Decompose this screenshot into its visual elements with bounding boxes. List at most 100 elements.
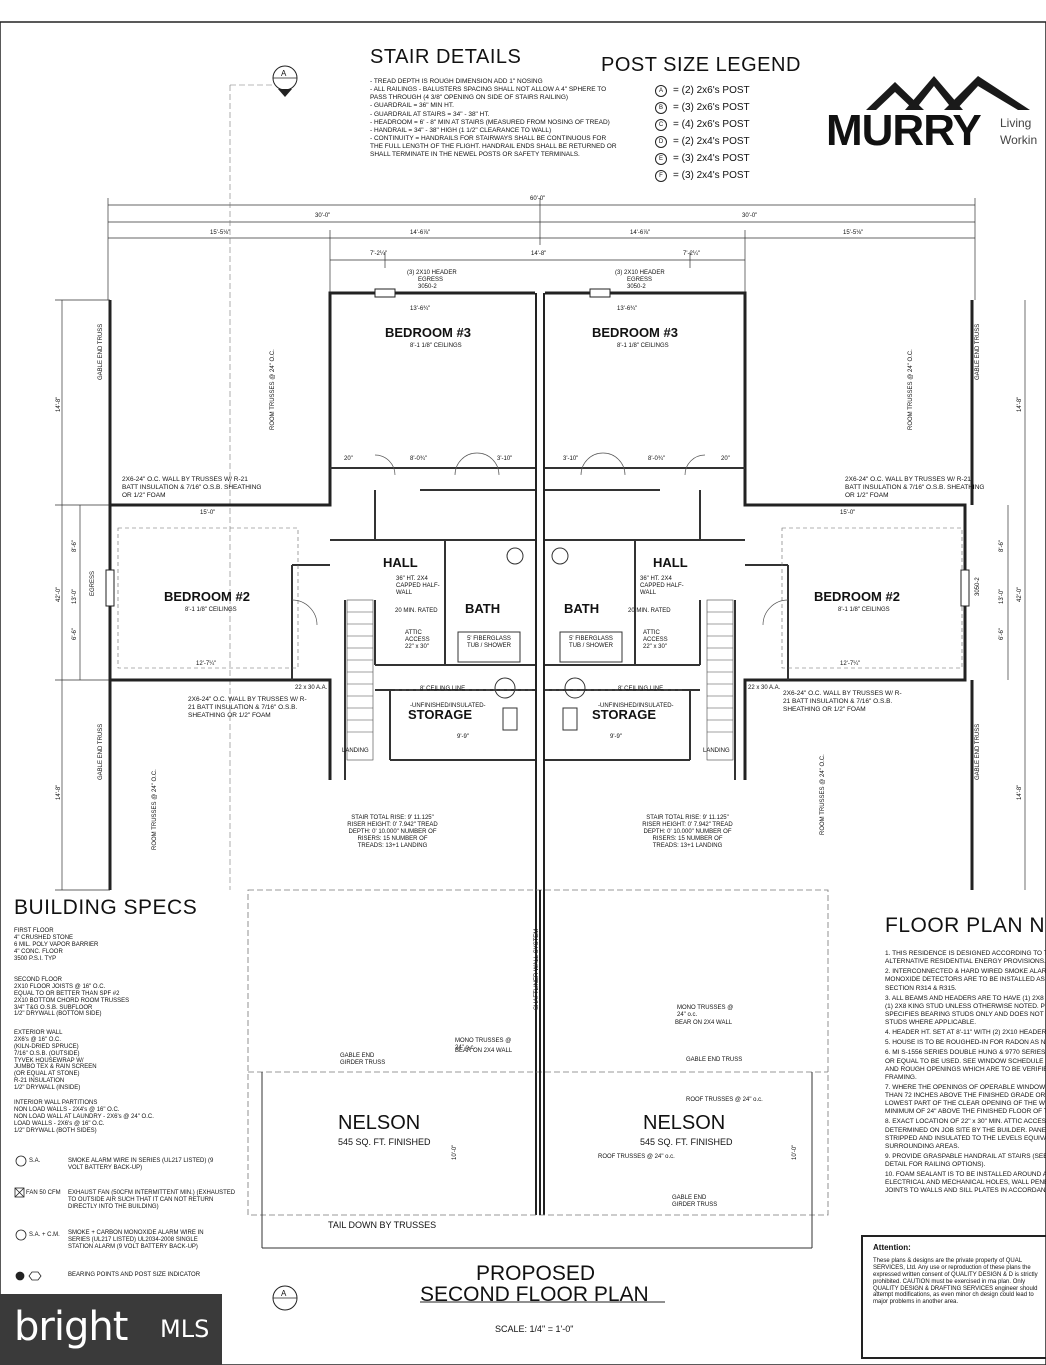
dim-left-c: 6'-6" [72,628,78,640]
floor-plan-note: 3. ALL BEAMS AND HEADERS ARE TO HAVE (1)… [885,994,1046,1026]
room-trusses-label: ROOM TRUSSES @ 24" O.C. [908,349,914,430]
left-bedroom2-window [105,569,115,607]
left-half-wall-note: 36" HT. 2X4 CAPPED HALF-WALL [396,576,440,596]
left-toilet [506,547,524,565]
smoke-alarm-icon [15,1155,27,1167]
left-bedroom3-label: BEDROOM #3 [385,325,471,340]
legend-key-icon: C [655,118,667,131]
left-bedroom2-ceiling: 8'-1 1/8" CEILINGS [185,607,237,613]
left-unit-walls [108,291,535,890]
right-bedroom2-window [960,569,970,607]
right-half-wall-note: 36" HT. 2X4 CAPPED HALF-WALL [640,576,684,596]
dim-seg4: 15'-5⅛" [843,230,864,236]
left-attic-access: ATTIC ACCESS 22" x 30" [405,630,430,650]
legend-key-icon: E [655,152,667,165]
right-egress-window: 3050-2 [975,577,981,596]
floor-plan-note: 7. WHERE THE OPENINGS OF OPERABLE WINDOW… [885,1083,1046,1116]
right-wall-note-bottom: 2X6-24" O.C. WALL BY TRUSSES W/ R-21 BAT… [783,690,902,714]
post-size-icon [28,1271,42,1281]
exhaust-fan-symbol-label: FAN 50 CFM [26,1190,61,1196]
dim-inner3: 7'-2¼" [683,251,700,257]
gable-end-truss-label: GABLE END TRUSS [98,323,104,380]
legend-item: D= (2) 2x4's POST [655,133,750,150]
left-stair [346,599,374,761]
dim-left-bottom: 14'-8" [56,784,62,800]
attention-text: These plans & designs are the private pr… [873,1258,1038,1306]
dim-overall: 60'-0" [530,196,546,202]
right-unit-walls [545,291,974,890]
smoke-alarm-symbol-label: S.A. [29,1158,41,1164]
watermark-suffix: MLS [160,1315,210,1343]
left-water-heater [494,677,516,699]
left-landing: LANDING [342,748,369,754]
stair-note: - ALL RAILINGS - BALUSTERS SPACING SHALL… [370,86,607,102]
left-tub-label: 5' FIBERGLASS TUB / SHOWER [466,636,511,649]
dim-right-b: 13'-0" [999,588,1005,604]
sheet-border [0,21,1046,1365]
right-bedroom3-window [589,288,611,298]
left-bedroom3-ceiling: 8'-1 1/8" CEILINGS [410,343,462,349]
right-unit-name: NELSON [643,1112,726,1134]
left-bedroom2-label: BEDROOM #2 [164,589,250,604]
right-window-top: 3050-2 [627,284,646,290]
legend-item: B= (3) 2x6's POST [655,99,750,116]
co-alarm-symbol-label: S.A. + C.M. [29,1232,60,1238]
murry-logo-roofs [866,76,1030,110]
left-attic-aa: 22 x 30 A.A. [295,685,328,691]
right-storage-note: -UNFINISHED/INSULATED- [598,703,674,709]
stair-note: - GUARDRAIL = 36" MIN HT. [370,102,454,110]
left-gable-girder: GABLE END GIRDER TRUSS [340,1053,386,1066]
right-egress: EGRESS [627,277,653,283]
floor-plan-note: 1. THIS RESIDENCE IS DESIGNED ACCORDING … [885,950,1046,966]
left-egress: EGRESS [418,277,444,283]
party-wall [535,293,545,1215]
right-tub [559,631,623,663]
dim-seg2: 14'-6⅞" [410,230,431,236]
dim-right-c: 6'-6" [999,628,1005,640]
left-wall-note-top: 2X6-24" O.C. WALL BY TRUSSES W/ R-21 BAT… [122,476,262,500]
left-storage-note: -UNFINISHED/INSULATED- [410,703,486,709]
top-dimension-lines [107,198,976,300]
right-hvac [562,707,578,731]
gable-end-truss-label: GABLE END TRUSS [975,323,981,380]
right-dim-15-0: 15'-0" [840,510,856,516]
dim-right-bottom: 14'-8" [1017,784,1023,800]
left-roof-trusses: ROOF TRUSSES @ 24" o.c. [598,1154,675,1160]
right-water-heater [564,677,586,699]
legend-item: A= (2) 2x6's POST [655,82,750,99]
right-bedroom3-label: BEDROOM #3 [592,325,678,340]
roof-outline [247,889,829,1216]
legend-item: F= (3) 2x4's POST [655,167,750,184]
left-tub [457,631,521,663]
floor-plan-note: 2. INTERCONNECTED & HARD WIRED SMOKE ALA… [885,968,1046,992]
left-dim-10: 10'-0" [452,1144,458,1160]
stair-note: - TREAD DEPTH IS ROUGH DIMENSION ADD 1" … [370,78,543,85]
dim-left-mid: 42'-0" [56,586,62,602]
dim-right-mid: 42'-0" [1017,586,1023,602]
right-unit-finished: 545 SQ. FT. FINISHED [640,1137,733,1147]
right-dim-10: 10'-0" [792,1144,798,1160]
left-interior-walls [291,467,535,780]
bearing-point-text: BEARING POINTS AND POST SIZE INDICATOR [68,1272,201,1278]
floor-plan-note: 6. MI S-1556 SERIES DOUBLE HUNG & 9770 S… [885,1049,1046,1081]
left-mono-trusses: MONO TRUSSES @ 24" o.c. [455,1038,512,1051]
room-trusses-label: ROOM TRUSSES @ 24" O.C. [820,754,826,835]
right-bath-label: BATH [564,601,600,616]
dim-20: 20" [721,456,730,462]
building-specs-title: BUILDING SPECS [14,896,198,919]
right-interior-walls [545,467,789,780]
left-wall-note-bottom: 2X6-24" O.C. WALL BY TRUSSES W/ R-21 BAT… [188,696,307,720]
right-tub-label: 5' FIBERGLASS TUB / SHOWER [568,636,613,649]
right-header-top: (3) 2X10 HEADER [615,270,665,276]
dim-3-10: 3'-10" [497,456,513,462]
right-wall-note-top: 2X6-24" O.C. WALL BY TRUSSES W/ R-21 BAT… [845,476,985,500]
floor-plan-note: 9. PROVIDE GRASPABLE HANDRAIL AT STAIRS … [885,1152,1046,1168]
right-bedroom2-label: BEDROOM #2 [814,589,900,604]
right-rated-door: 20 MIN. RATED [628,608,671,614]
legend-key-icon: A [655,84,667,97]
right-mono-trusses: MONO TRUSSES @ 24" o.c. [677,1005,734,1018]
